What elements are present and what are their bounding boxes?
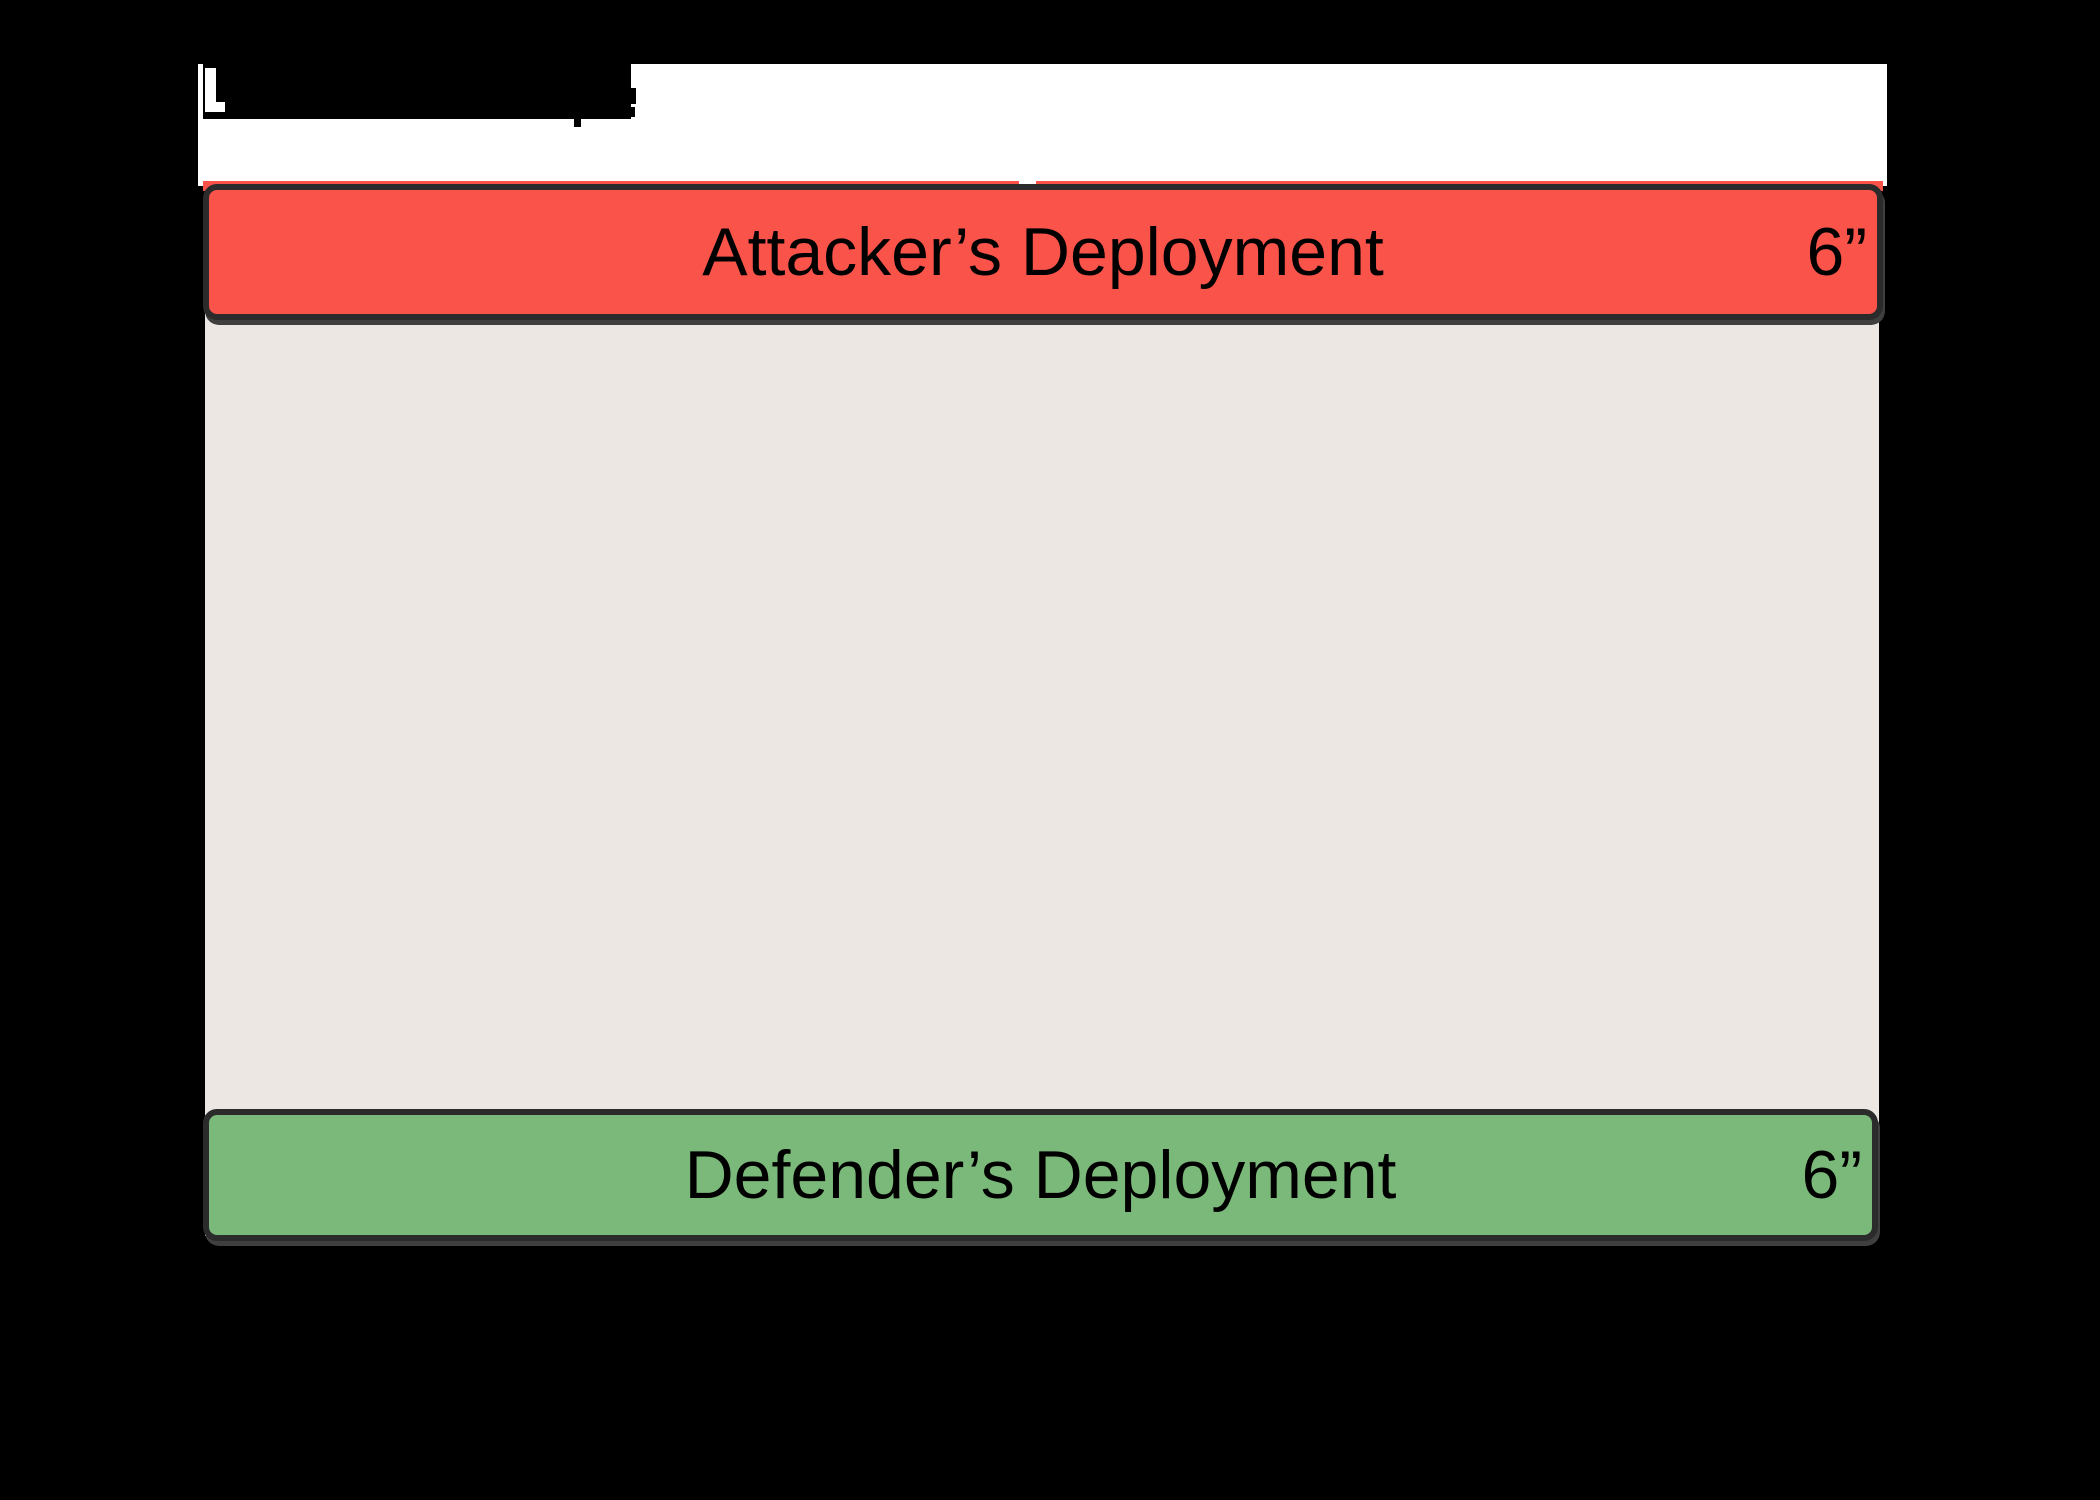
redaction-gap-mark-foot	[205, 102, 225, 112]
title-letter-fragment	[631, 88, 636, 104]
defender-zone-label: Defender’s Deployment	[684, 1137, 1397, 1213]
redaction-gap-mark-stem	[205, 68, 216, 112]
attacker-zone-label: Attacker’s Deployment	[702, 214, 1384, 290]
battlefield-board	[205, 190, 1879, 1236]
title-letter-fragment	[574, 117, 581, 127]
attacker-zone-sliver-gap	[1019, 181, 1036, 186]
attacker-zone-depth: 6”	[1806, 214, 1867, 290]
defender-zone-depth: 6”	[1801, 1137, 1862, 1213]
redacted-title-box	[203, 0, 631, 119]
title-letter-fragment	[631, 107, 635, 117]
attacker-deployment-zone: Attacker’s Deployment 6”	[203, 184, 1883, 320]
defender-deployment-zone: Defender’s Deployment 6”	[203, 1109, 1878, 1241]
